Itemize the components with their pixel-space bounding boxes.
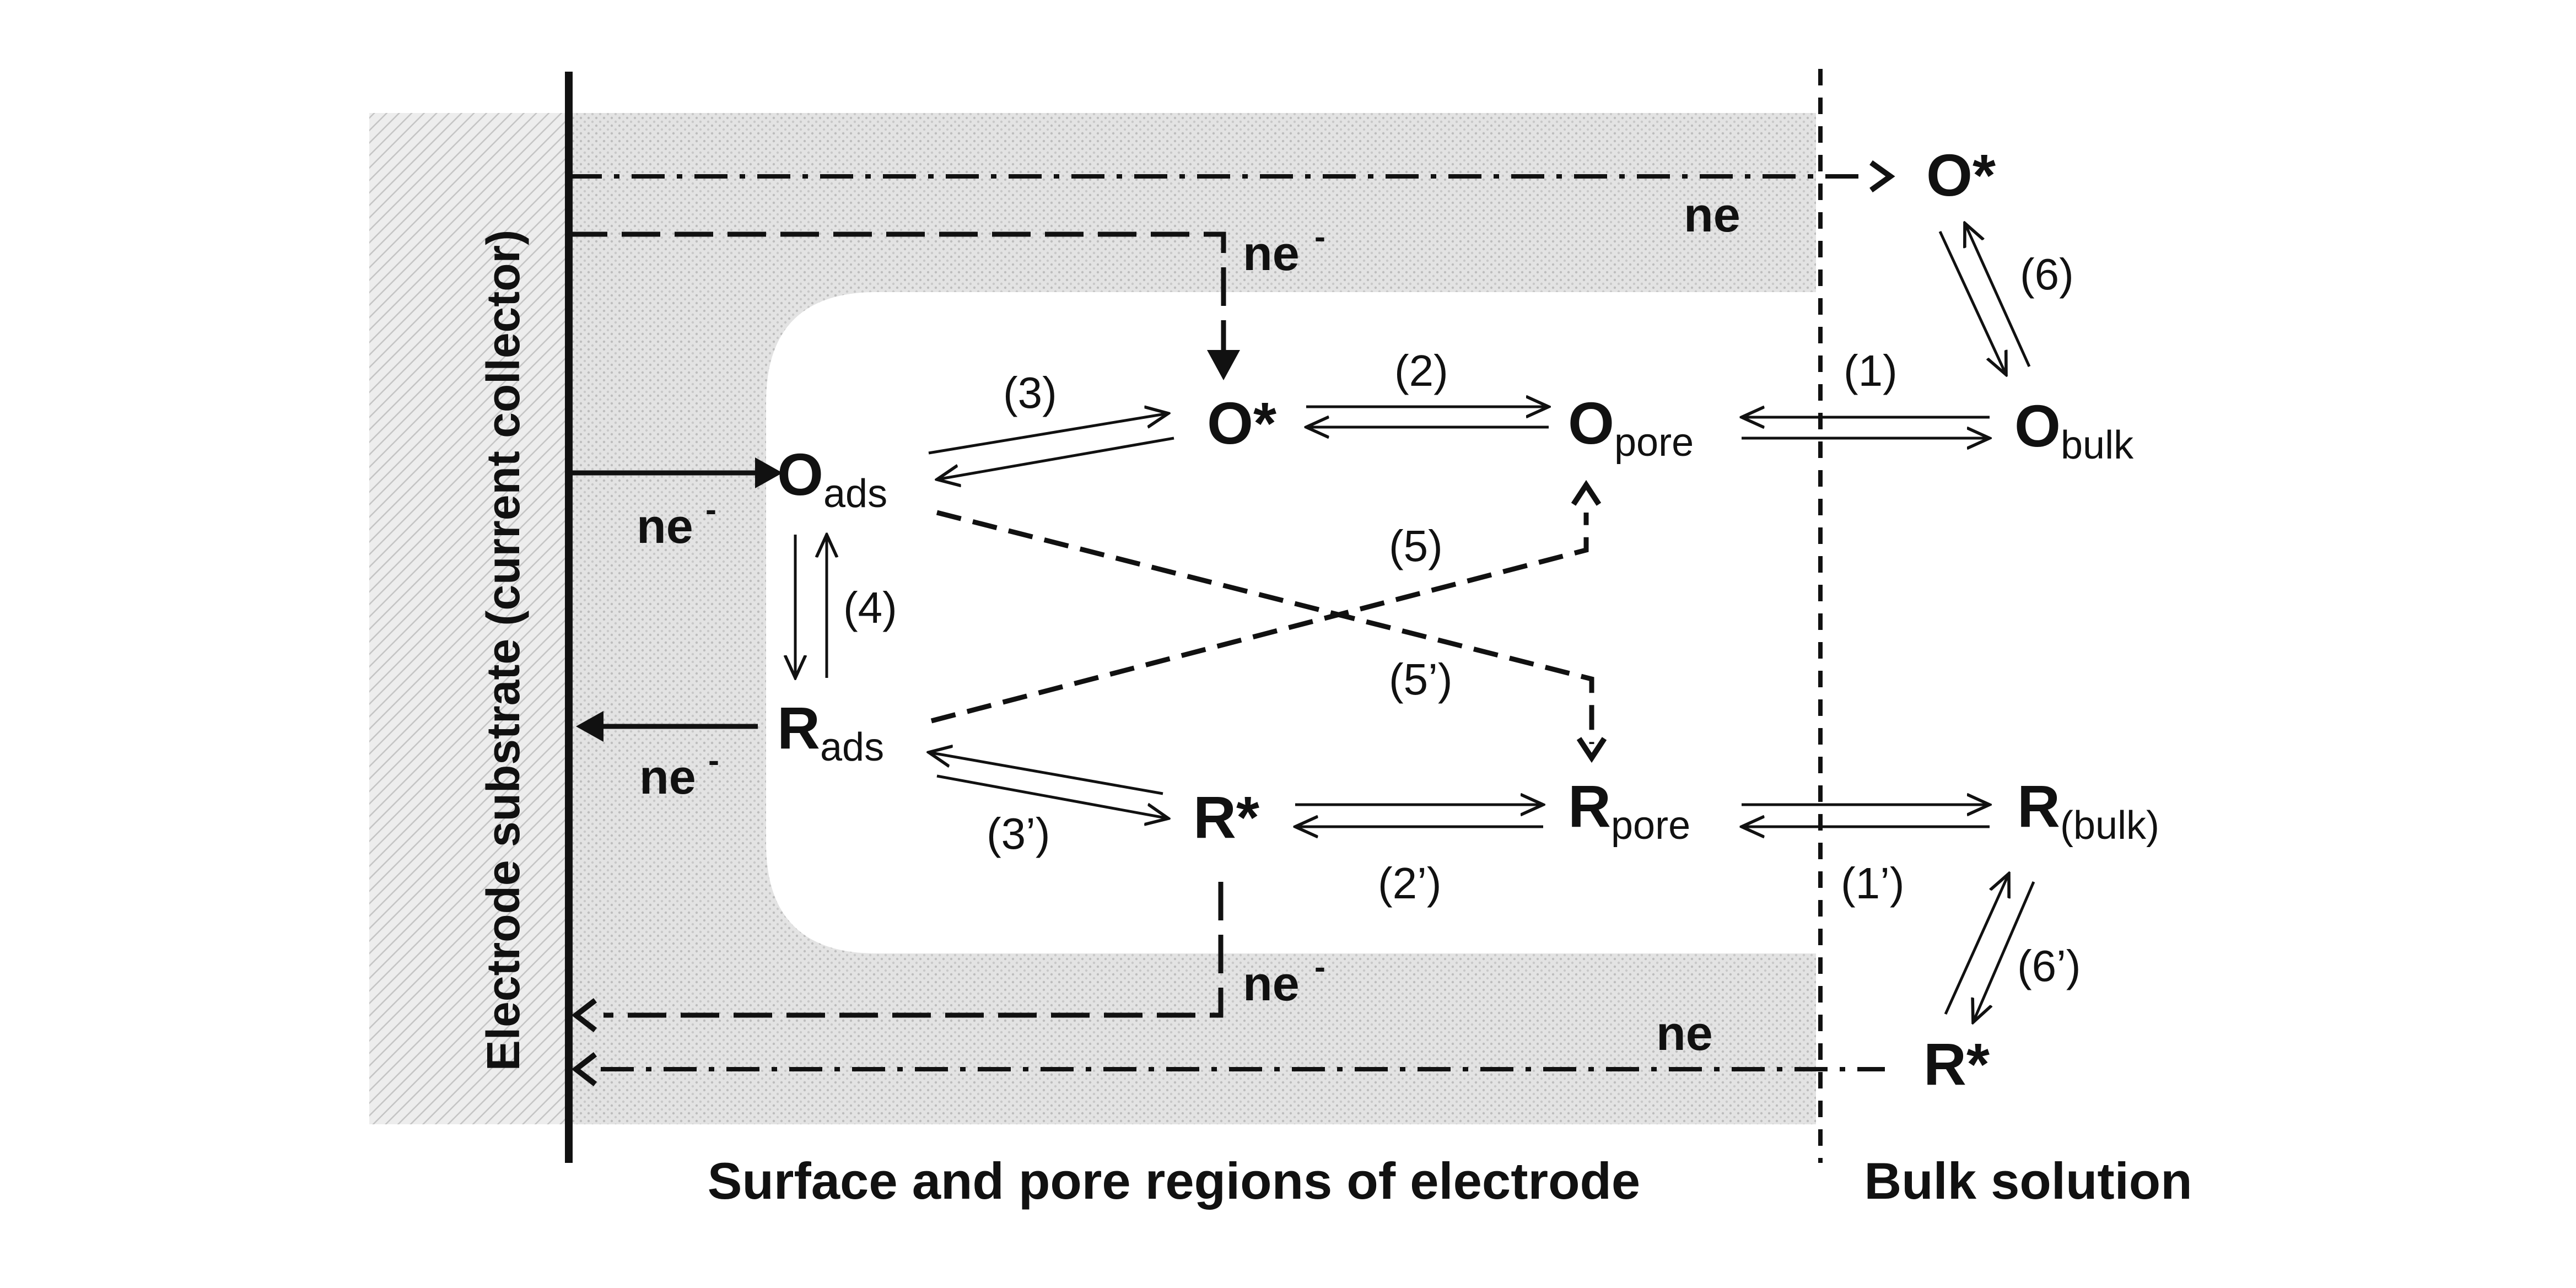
electrode-substrate-label: Electrode substrate (current collector) bbox=[477, 230, 529, 1071]
dashed-path-5-arrowhead bbox=[1571, 479, 1602, 506]
dashed-path-5p-arrowhead bbox=[1576, 737, 1607, 763]
left-lower-ne-label: ne bbox=[639, 750, 696, 804]
shaded-electrode-region bbox=[570, 113, 1816, 1124]
step-4-label: (4) bbox=[843, 583, 897, 632]
r-ads-species: Rads bbox=[777, 694, 884, 769]
step-3-label: (3) bbox=[1003, 368, 1057, 417]
bottom-ne-label: ne bbox=[1656, 1006, 1713, 1060]
top-ne-label: ne bbox=[1684, 187, 1740, 242]
o-pore-main: O bbox=[1568, 390, 1614, 456]
bottom-dashed-path bbox=[603, 882, 1224, 1018]
bottom-dashed-arrowhead bbox=[571, 998, 597, 1032]
top-dashed-arrowhead bbox=[1207, 350, 1240, 380]
equilibrium-1-arrows bbox=[1742, 417, 1990, 438]
equilibrium-6p-arrows bbox=[1944, 874, 2035, 1022]
step-3p-label: (3’) bbox=[987, 809, 1050, 858]
step-2p-label: (2’) bbox=[1378, 859, 1442, 908]
equilibrium-3p-arrows bbox=[929, 752, 1168, 818]
equilibrium-1p-arrows bbox=[1742, 805, 1990, 827]
o-ads-sub: ads bbox=[823, 472, 887, 516]
left-upper-ne-sign: - bbox=[705, 491, 716, 528]
o-bulk-species: Obulk bbox=[2014, 392, 2134, 467]
left-upper-arrowhead bbox=[755, 457, 783, 488]
current-collector-hatch bbox=[369, 113, 570, 1124]
surface-pore-region-label: Surface and pore regions of electrode bbox=[708, 1152, 1640, 1210]
r-bulk-main: R bbox=[2017, 773, 2060, 839]
bottom-ne-minus-sign: - bbox=[1314, 949, 1325, 985]
step-5-label: (5) bbox=[1389, 521, 1443, 570]
bottom-ne-minus-label: ne bbox=[1243, 956, 1300, 1011]
r-bulk-species: R(bulk) bbox=[2017, 773, 2159, 848]
o-pore-sub: pore bbox=[1614, 421, 1694, 465]
o-ads-main: O bbox=[777, 441, 823, 508]
r-star-species: R* bbox=[1193, 784, 1259, 850]
bulk-solution-label: Bulk solution bbox=[1864, 1152, 2192, 1210]
o-star-bulk-species: O* bbox=[1926, 142, 1996, 208]
equilibrium-2-arrows bbox=[1306, 407, 1549, 427]
step-5p-label: (5’) bbox=[1389, 655, 1453, 704]
top-dashed-path bbox=[569, 231, 1226, 353]
equilibrium-3-arrows bbox=[928, 413, 1174, 479]
step-6-label: (6) bbox=[2020, 250, 2074, 299]
r-pore-main: R bbox=[1568, 773, 1611, 839]
dashed-path-5p bbox=[936, 510, 1594, 744]
left-lower-arrowhead bbox=[576, 711, 603, 742]
equilibrium-4-arrows bbox=[795, 535, 827, 678]
top-ne-minus-label: ne bbox=[1243, 226, 1300, 281]
equilibrium-2p-arrows bbox=[1295, 805, 1543, 827]
r-star-bulk-species: R* bbox=[1923, 1031, 1990, 1097]
bottom-dashdot-arrowhead bbox=[571, 1052, 597, 1086]
o-pore-species: Opore bbox=[1568, 390, 1694, 465]
o-bulk-sub: bulk bbox=[2061, 423, 2134, 467]
left-upper-ne-label: ne bbox=[637, 499, 693, 553]
dashed-path-5 bbox=[930, 513, 1589, 724]
o-bulk-main: O bbox=[2014, 392, 2061, 459]
step-1p-label: (1’) bbox=[1841, 859, 1905, 908]
r-ads-main: R bbox=[777, 694, 820, 761]
r-pore-species: Rpore bbox=[1568, 773, 1690, 848]
equilibrium-6-arrows bbox=[1938, 223, 2031, 375]
step-1-label: (1) bbox=[1844, 346, 1898, 395]
step-2-label: (2) bbox=[1394, 346, 1448, 395]
left-lower-ne-sign: - bbox=[708, 742, 719, 779]
r-pore-sub: pore bbox=[1611, 804, 1690, 848]
o-ads-species: Oads bbox=[777, 441, 887, 516]
o-star-species: O* bbox=[1207, 390, 1276, 456]
top-dashdot-arrowhead bbox=[1869, 160, 1895, 193]
r-bulk-sub: (bulk) bbox=[2060, 804, 2159, 848]
r-ads-sub: ads bbox=[820, 725, 884, 769]
top-ne-minus-sign: - bbox=[1314, 218, 1325, 255]
step-6p-label: (6’) bbox=[2017, 941, 2081, 990]
